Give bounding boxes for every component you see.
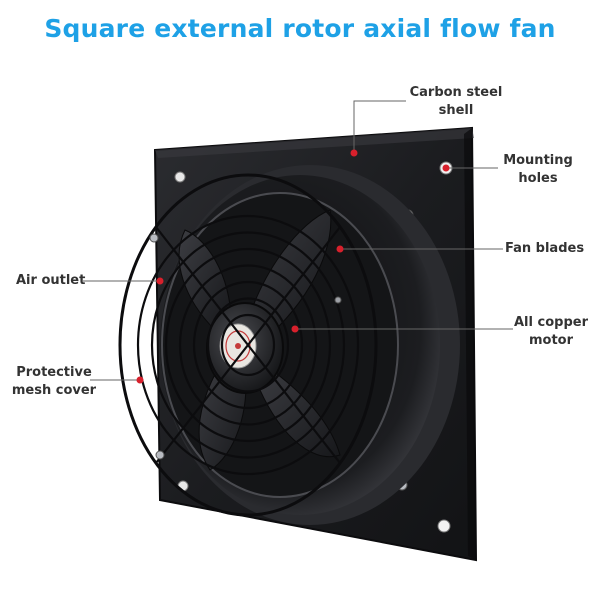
marker-protective-mesh-cover — [136, 376, 144, 384]
grille-ring — [178, 264, 318, 426]
label-fan-blades: Fan blades — [505, 241, 585, 256]
mounting-hole-bottom-right — [437, 519, 451, 533]
grille-ring — [136, 214, 360, 476]
label-mounting-holes: Mounting holes — [503, 153, 573, 186]
callout-markers — [136, 149, 450, 384]
grille-clip — [334, 296, 342, 304]
label-all-copper-motor: All copper motor — [514, 315, 588, 348]
marker-fan-blades — [336, 245, 344, 253]
grille-ring — [192, 280, 304, 410]
grille-clip — [149, 233, 159, 243]
grille-outer-ring — [118, 173, 378, 517]
callout-lines — [83, 100, 513, 381]
label-air-outlet: Air outlet — [16, 273, 86, 288]
label-protective-mesh-cover: Protective mesh cover — [11, 365, 97, 398]
grille-ring — [150, 231, 346, 459]
marker-mounting-holes — [442, 164, 450, 172]
label-carbon-steel-shell: Carbon steel shell — [409, 85, 503, 118]
mounting-hole-top-left — [174, 171, 186, 183]
grille-ring — [220, 313, 276, 377]
page-title: Square external rotor axial flow fan — [44, 14, 556, 43]
grille-cross-bar — [155, 226, 341, 464]
grille-clip — [155, 450, 165, 460]
grille-ring — [206, 297, 290, 393]
marker-carbon-steel-shell — [350, 149, 358, 157]
venturi-ring — [160, 165, 460, 525]
protective-mesh-grille — [118, 173, 378, 517]
marker-air-outlet — [156, 277, 164, 285]
fan-blade — [254, 364, 341, 458]
grille-clips — [149, 233, 342, 460]
callout-line-carbon-steel-shell — [353, 100, 406, 150]
marker-all-copper-motor — [291, 325, 299, 333]
grille-ring — [164, 247, 332, 443]
